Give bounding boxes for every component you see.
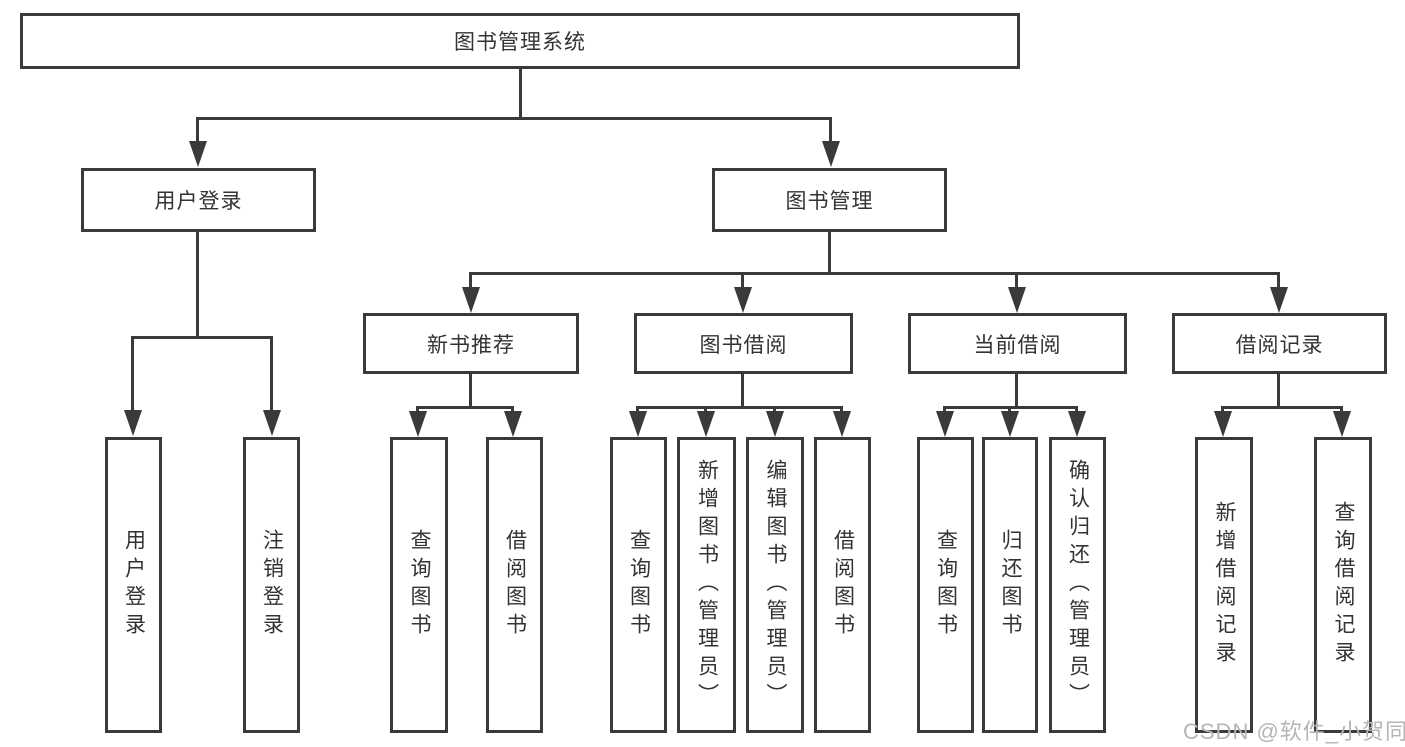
connector-line xyxy=(416,406,419,414)
leaf-edit-books-admin: 编辑图书（管理员） xyxy=(746,437,804,733)
connector-line xyxy=(1221,406,1224,414)
node-library-system-label: 图书管理系统 xyxy=(454,31,586,54)
arrow-down-icon xyxy=(409,411,427,437)
connector-line xyxy=(469,374,472,406)
leaf-borrow-books: 借阅图书 xyxy=(814,437,871,733)
arrow-down-icon xyxy=(734,287,752,313)
leaf-add-borrow-record-label: 新增借阅记录 xyxy=(1213,501,1236,669)
connector-line xyxy=(829,117,832,143)
node-new-book-recommend: 新书推荐 xyxy=(363,313,579,374)
leaf-recommend-query-books-label: 查询图书 xyxy=(408,529,431,641)
node-book-borrow: 图书借阅 xyxy=(634,313,853,374)
leaf-add-books-admin-label: 新增图书（管理员） xyxy=(695,459,719,711)
leaf-return-books: 归还图书 xyxy=(982,437,1038,733)
arrow-down-icon xyxy=(629,411,647,437)
connector-line xyxy=(636,406,843,409)
connector-line xyxy=(1008,406,1011,414)
leaf-add-books-admin: 新增图书（管理员） xyxy=(677,437,736,733)
connector-line xyxy=(196,117,199,143)
connector-line xyxy=(704,406,707,414)
connector-line xyxy=(196,117,832,120)
leaf-return-books-label: 归还图书 xyxy=(999,529,1022,641)
connector-line xyxy=(828,232,831,272)
node-new-book-recommend-label: 新书推荐 xyxy=(427,333,515,357)
leaf-confirm-return-admin: 确认归还（管理员） xyxy=(1049,437,1106,733)
node-user-login: 用户登录 xyxy=(81,168,316,232)
arrow-down-icon xyxy=(504,411,522,437)
leaf-logout: 注销登录 xyxy=(243,437,300,733)
arrow-down-icon xyxy=(189,141,207,167)
connector-line xyxy=(741,374,744,406)
connector-line xyxy=(1075,406,1078,414)
arrow-down-icon xyxy=(1333,411,1351,437)
arrow-down-icon xyxy=(263,410,281,436)
connector-line xyxy=(131,336,134,412)
connector-line xyxy=(943,406,946,414)
connector-line xyxy=(196,232,199,336)
connector-line xyxy=(636,406,639,414)
leaf-recommend-borrow-books-label: 借阅图书 xyxy=(503,529,527,641)
connector-line xyxy=(1340,406,1343,414)
node-current-borrow: 当前借阅 xyxy=(908,313,1127,374)
leaf-borrow-books-label: 借阅图书 xyxy=(831,529,855,641)
leaf-user-login-label: 用户登录 xyxy=(122,529,146,641)
leaf-recommend-query-books: 查询图书 xyxy=(390,437,448,733)
node-borrow-records: 借阅记录 xyxy=(1172,313,1387,374)
arrow-down-icon xyxy=(822,141,840,167)
node-book-management: 图书管理 xyxy=(712,168,947,232)
arrow-down-icon xyxy=(124,410,142,436)
arrow-down-icon xyxy=(697,411,715,437)
leaf-confirm-return-admin-label: 确认归还（管理员） xyxy=(1066,459,1090,711)
connector-line xyxy=(1015,272,1018,290)
node-borrow-records-label: 借阅记录 xyxy=(1235,333,1324,357)
node-library-system: 图书管理系统 xyxy=(20,13,1020,69)
leaf-recommend-borrow-books: 借阅图书 xyxy=(486,437,543,733)
connector-line xyxy=(1221,406,1343,409)
connector-line xyxy=(1277,374,1280,406)
leaf-edit-books-admin-label: 编辑图书（管理员） xyxy=(764,459,787,711)
leaf-user-login: 用户登录 xyxy=(105,437,162,733)
connector-line xyxy=(270,336,273,412)
node-current-borrow-label: 当前借阅 xyxy=(973,333,1062,357)
node-book-management-label: 图书管理 xyxy=(785,190,874,213)
connector-line xyxy=(416,406,514,409)
connector-line xyxy=(773,406,776,414)
arrow-down-icon xyxy=(936,411,954,437)
connector-line xyxy=(519,69,522,119)
csdn-watermark: CSDN @软件_小贺同学 xyxy=(1183,719,1405,744)
arrow-down-icon xyxy=(1068,411,1086,437)
node-user-login-label: 用户登录 xyxy=(154,190,243,213)
arrow-down-icon xyxy=(1214,411,1232,437)
connector-line xyxy=(469,272,1280,275)
leaf-borrow-query-books-label: 查询图书 xyxy=(627,529,651,641)
connector-line xyxy=(1277,272,1280,290)
connector-line xyxy=(511,406,514,414)
arrow-down-icon xyxy=(766,411,784,437)
connector-line xyxy=(741,272,744,290)
arrow-down-icon xyxy=(1270,287,1288,313)
leaf-current-query-books: 查询图书 xyxy=(917,437,974,733)
leaf-borrow-query-books: 查询图书 xyxy=(610,437,667,733)
leaf-logout-label: 注销登录 xyxy=(260,529,284,641)
leaf-query-borrow-record-label: 查询借阅记录 xyxy=(1332,501,1355,669)
arrow-down-icon xyxy=(1008,287,1026,313)
leaf-current-query-books-label: 查询图书 xyxy=(934,529,958,641)
connector-line xyxy=(131,336,273,339)
connector-line xyxy=(840,406,843,414)
node-book-borrow-label: 图书借阅 xyxy=(699,333,788,357)
connector-line xyxy=(469,272,472,290)
leaf-add-borrow-record: 新增借阅记录 xyxy=(1195,437,1253,733)
arrow-down-icon xyxy=(1001,411,1019,437)
leaf-query-borrow-record: 查询借阅记录 xyxy=(1314,437,1372,733)
connector-line xyxy=(1015,374,1018,406)
arrow-down-icon xyxy=(833,411,851,437)
arrow-down-icon xyxy=(462,287,480,313)
